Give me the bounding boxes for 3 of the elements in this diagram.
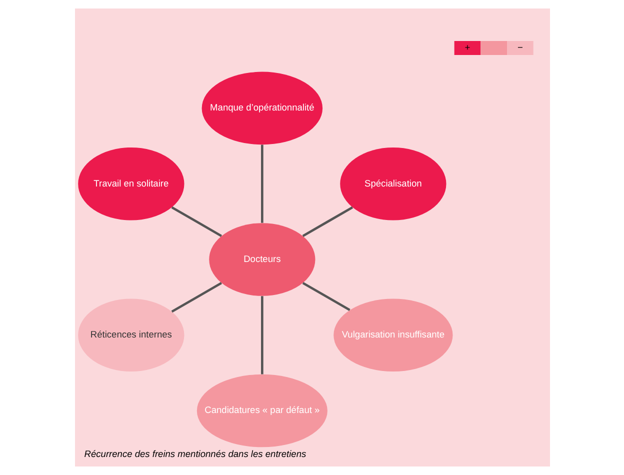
legend-label: + [464, 42, 470, 52]
caption: Récurrence des freins mentionnés dans les entretiens [84, 448, 306, 459]
legend-label: − [516, 42, 522, 52]
